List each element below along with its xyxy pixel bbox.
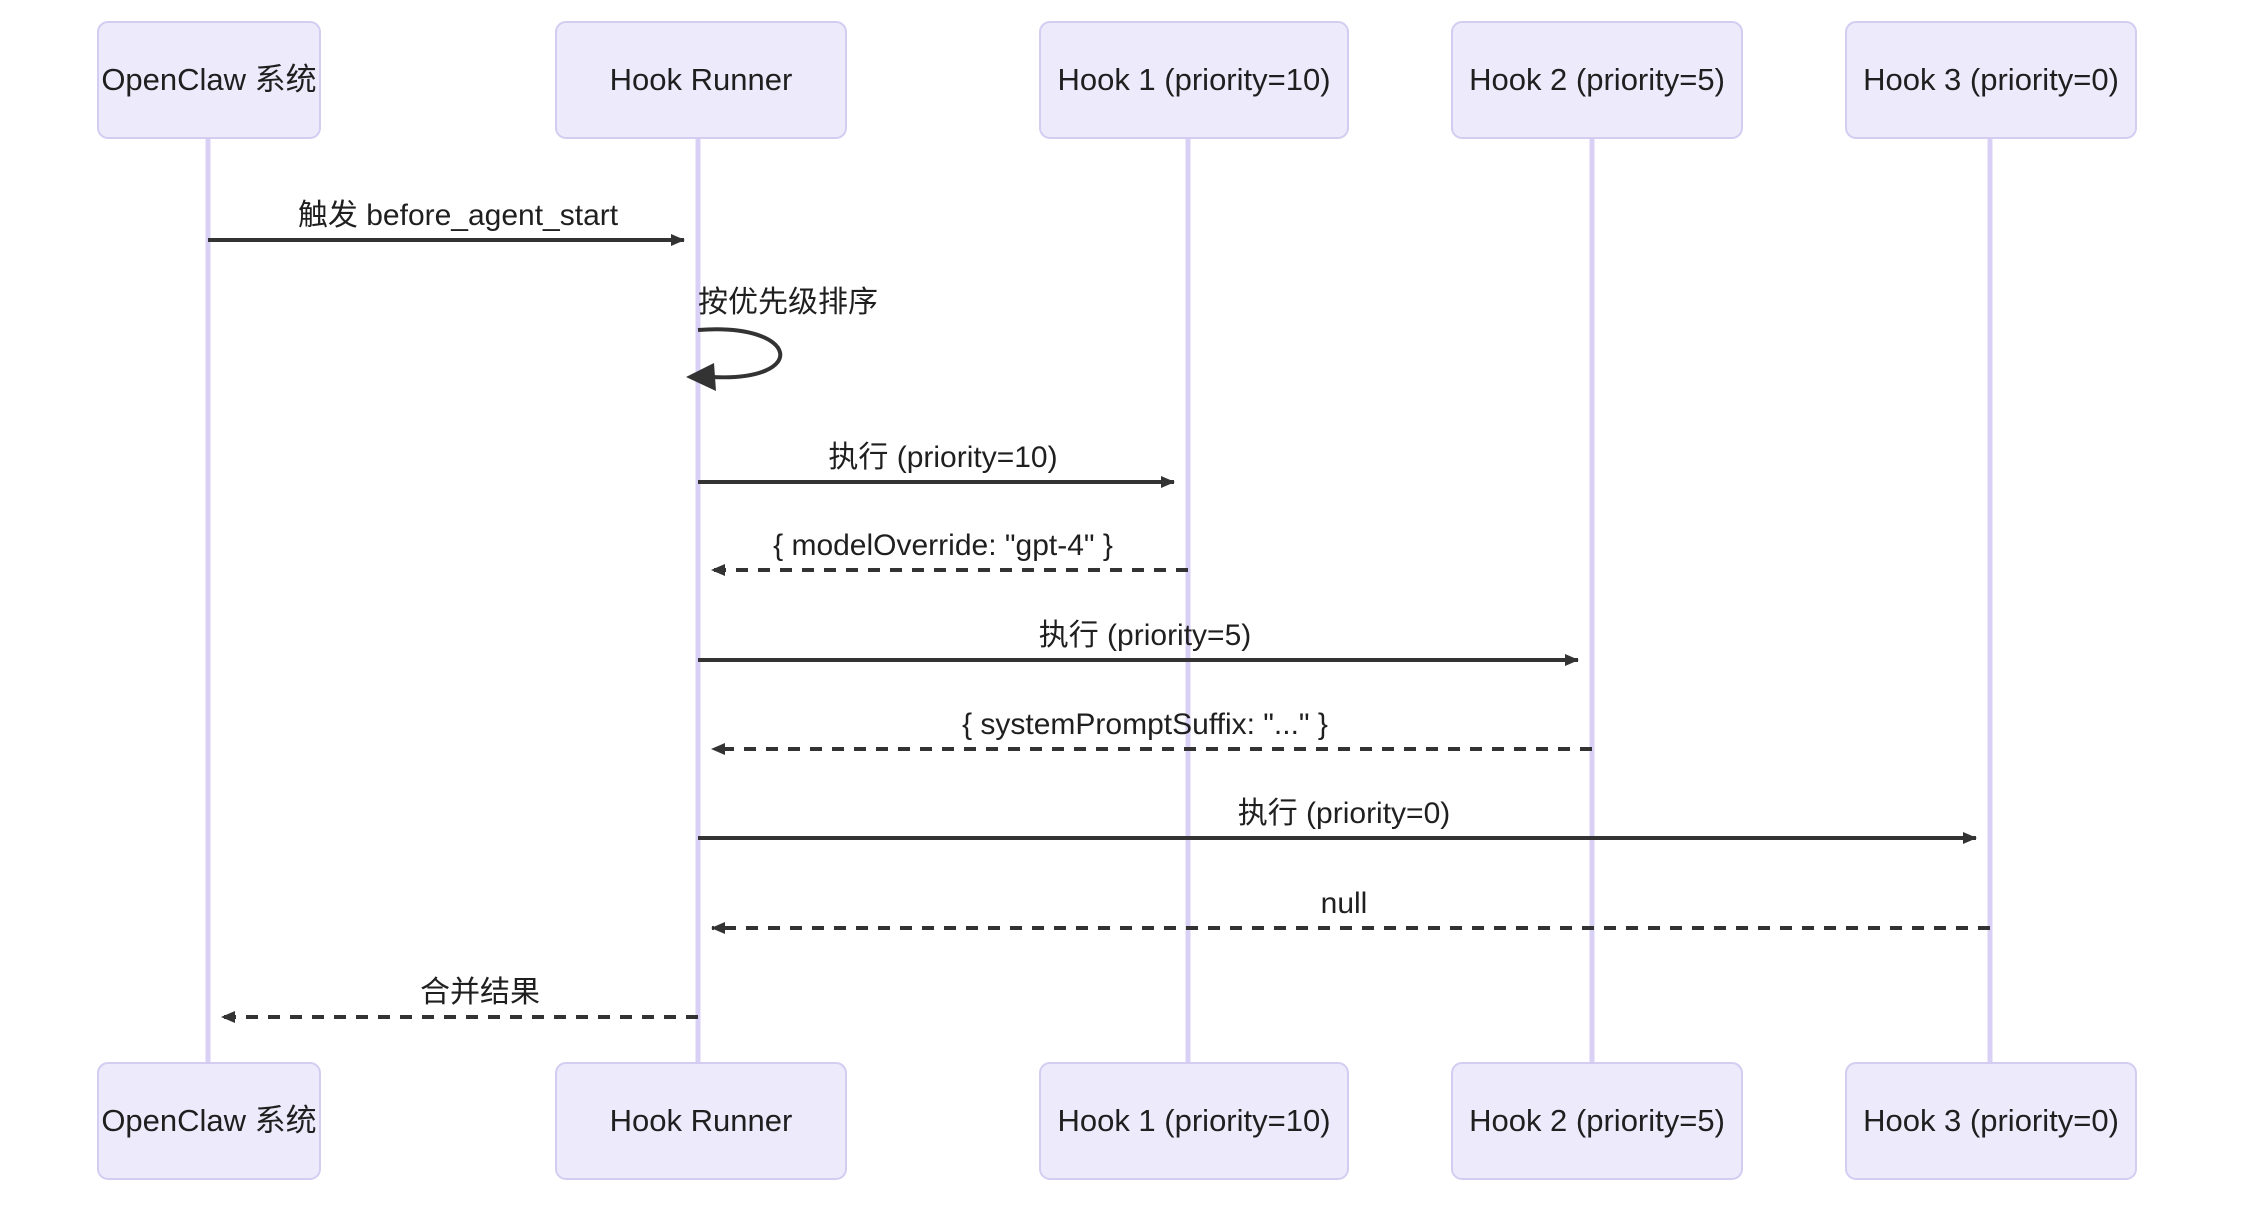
message-label-m6: { systemPromptSuffix: "..." } — [962, 708, 1328, 741]
message-label-m4: { modelOverride: "gpt-4" } — [773, 529, 1113, 562]
message-label-m7: 执行 (priority=0) — [1238, 797, 1451, 830]
message-execute-priority-0[interactable]: 执行 (priority=0) — [698, 797, 1977, 844]
message-null-return[interactable]: null — [711, 887, 1990, 934]
actor-label-openclaw-bottom: OpenClaw 系统 — [101, 1103, 316, 1138]
message-trigger-before-agent-start[interactable]: 触发 before_agent_start — [208, 199, 685, 246]
actor-box-bottom-hook2[interactable]: Hook 2 (priority=5) — [1451, 1062, 1743, 1180]
actor-box-bottom-openclaw[interactable]: OpenClaw 系统 — [97, 1062, 321, 1180]
actor-box-top-hook3[interactable]: Hook 3 (priority=0) — [1845, 21, 2137, 139]
message-selfloop-m2 — [697, 327, 783, 380]
actor-label-hookrunner-top: Hook Runner — [610, 62, 793, 97]
actor-label-hook3-top: Hook 3 (priority=0) — [1863, 62, 2119, 97]
message-model-override-return[interactable]: { modelOverride: "gpt-4" } — [711, 529, 1188, 576]
actor-label-hook2-top: Hook 2 (priority=5) — [1469, 62, 1725, 97]
actor-label-hook2-bottom: Hook 2 (priority=5) — [1469, 1103, 1725, 1138]
message-label-m1: 触发 before_agent_start — [298, 199, 619, 232]
message-arrowhead-m2 — [686, 363, 716, 391]
actor-label-hook1-top: Hook 1 (priority=10) — [1057, 62, 1330, 97]
message-label-m5: 执行 (priority=5) — [1039, 619, 1252, 652]
actor-box-bottom-hook1[interactable]: Hook 1 (priority=10) — [1039, 1062, 1349, 1180]
message-merge-results[interactable]: 合并结果 — [221, 976, 698, 1023]
actor-box-top-openclaw[interactable]: OpenClaw 系统 — [97, 21, 321, 139]
message-label-m9: 合并结果 — [420, 976, 540, 1009]
actor-label-hook1-bottom: Hook 1 (priority=10) — [1057, 1103, 1330, 1138]
actor-box-bottom-hookrunner[interactable]: Hook Runner — [555, 1062, 847, 1180]
message-execute-priority-10[interactable]: 执行 (priority=10) — [698, 441, 1175, 488]
message-execute-priority-5[interactable]: 执行 (priority=5) — [698, 619, 1579, 666]
message-system-prompt-suffix-return[interactable]: { systemPromptSuffix: "..." } — [711, 708, 1592, 755]
actor-label-hook3-bottom: Hook 3 (priority=0) — [1863, 1103, 2119, 1138]
lifelines — [205, 138, 1993, 1063]
actor-box-top-hook1[interactable]: Hook 1 (priority=10) — [1039, 21, 1349, 139]
actor-box-top-hook2[interactable]: Hook 2 (priority=5) — [1451, 21, 1743, 139]
message-label-m8: null — [1321, 887, 1368, 920]
actor-box-bottom-hook3[interactable]: Hook 3 (priority=0) — [1845, 1062, 2137, 1180]
message-label-m3: 执行 (priority=10) — [828, 441, 1057, 474]
actor-box-top-hookrunner[interactable]: Hook Runner — [555, 21, 847, 139]
actor-label-hookrunner-bottom: Hook Runner — [610, 1103, 793, 1138]
message-label-m2: 按优先级排序 — [698, 286, 878, 319]
message-sort-by-priority[interactable]: 按优先级排序 — [686, 286, 878, 391]
actor-label-openclaw-top: OpenClaw 系统 — [101, 62, 316, 97]
